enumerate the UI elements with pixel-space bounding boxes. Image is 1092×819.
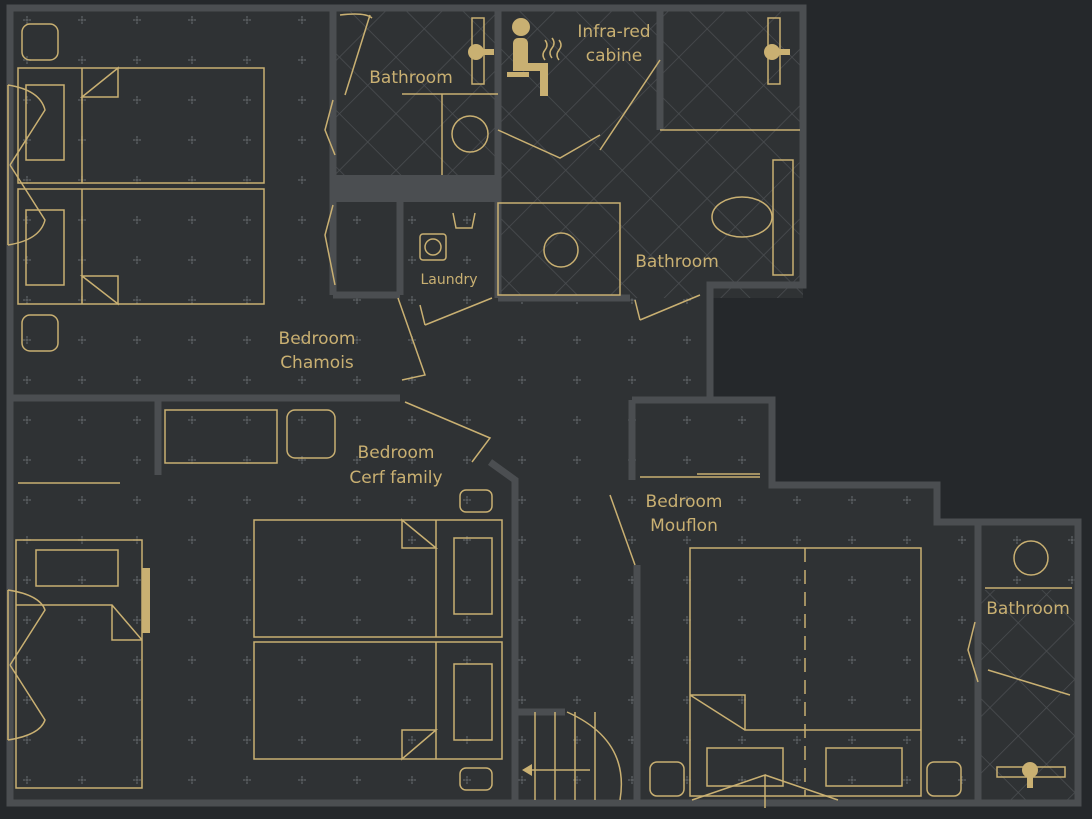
toilet-icon <box>711 196 773 238</box>
bed <box>17 188 265 305</box>
label-cerf-2: Cerf family <box>349 468 442 488</box>
floor <box>10 8 1078 803</box>
washing-machine-icon <box>419 233 447 261</box>
label-infrared-1: Infra-red <box>577 22 650 42</box>
label-bathroom-1: Bathroom <box>369 68 453 88</box>
window <box>7 84 46 246</box>
sink-icon <box>543 232 579 268</box>
label-mouflon-1: Bedroom <box>646 492 723 512</box>
label-mouflon-2: Mouflon <box>650 516 718 536</box>
label-cerf-1: Bedroom <box>358 443 435 463</box>
nightstand <box>21 314 59 352</box>
label-bathroom-3: Bathroom <box>986 599 1070 619</box>
label-laundry: Laundry <box>420 272 477 288</box>
sauna-person-icon <box>507 18 548 96</box>
label-chamois-1: Bedroom <box>279 329 356 349</box>
bed <box>15 539 143 789</box>
wash-tub-icon <box>452 212 476 229</box>
label-infrared-2: cabine <box>586 46 643 66</box>
bed <box>17 67 265 184</box>
sink-icon <box>451 115 489 153</box>
bed <box>253 641 503 760</box>
bathroom-1-tiles <box>333 8 498 188</box>
sink-icon <box>1013 540 1049 576</box>
label-chamois-2: Chamois <box>280 353 354 373</box>
label-bathroom-2: Bathroom <box>635 252 719 272</box>
stairs <box>525 711 622 801</box>
room-labels: Bathroom Infra-red cabine Laundry Bathro… <box>279 22 1070 619</box>
nightstand <box>21 23 59 61</box>
bed <box>253 519 503 638</box>
steam-icon <box>542 37 562 61</box>
furniture <box>7 13 1072 808</box>
arrow-left-icon <box>522 764 532 776</box>
